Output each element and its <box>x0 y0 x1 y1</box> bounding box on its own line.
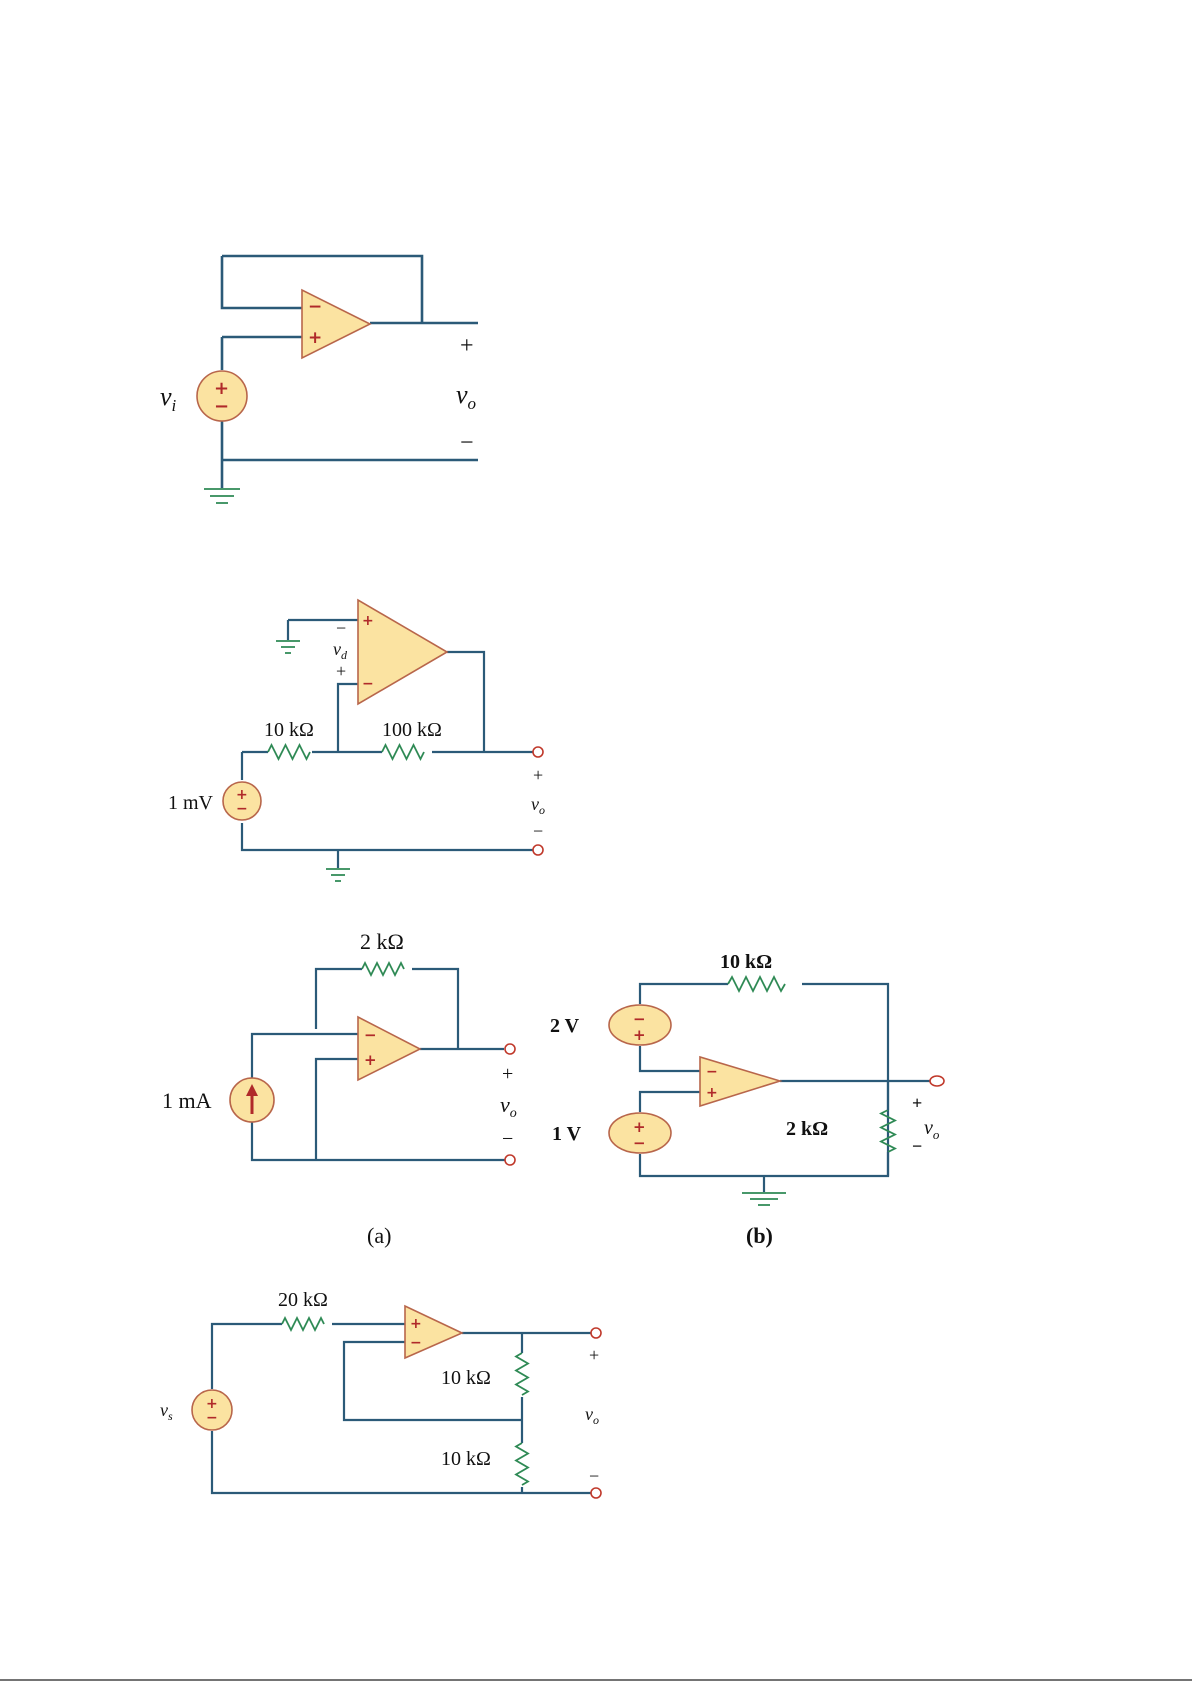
amp-plus: + <box>706 1085 718 1101</box>
input-wire <box>212 1324 405 1389</box>
resistor-2k-load <box>881 1110 895 1152</box>
amp-minus: − <box>364 1026 377 1044</box>
r2-label: 100 kΩ <box>382 719 442 741</box>
input-wires <box>640 1046 700 1112</box>
vout-minus: − <box>589 1466 599 1486</box>
rf-label: 2 kΩ <box>360 929 404 954</box>
amp-minus: − <box>706 1064 718 1080</box>
vout-label: vo <box>500 1092 517 1121</box>
amp-plus: + <box>362 613 374 629</box>
vd-label: vd <box>333 639 348 662</box>
rf-label: 10 kΩ <box>720 951 772 973</box>
terminal-bottom <box>505 1155 515 1165</box>
v1-label: 2 V <box>550 1015 580 1037</box>
terminal-top <box>533 747 543 757</box>
vout-minus: − <box>912 1136 922 1156</box>
vin-label: vs <box>160 1400 173 1423</box>
r2-label: 10 kΩ <box>441 1448 491 1470</box>
resistor-10k-top <box>516 1353 528 1395</box>
vout-plus: + <box>533 765 543 785</box>
source-minus: − <box>236 801 248 817</box>
terminal-top <box>505 1044 515 1054</box>
ground-symbol-top <box>276 641 300 653</box>
resistor-10k <box>268 745 310 759</box>
ground-wire <box>222 418 478 488</box>
ground-rail <box>212 1431 592 1493</box>
vout-plus: + <box>912 1093 922 1113</box>
rl-label: 2 kΩ <box>786 1118 828 1140</box>
vout-label: vo <box>585 1404 599 1427</box>
vout-minus: − <box>502 1128 513 1150</box>
terminal-top <box>591 1328 601 1338</box>
resistor-10k-bottom <box>516 1443 528 1485</box>
vd-plus: + <box>336 661 346 681</box>
ground-symbol <box>742 1193 786 1205</box>
source-minus: − <box>206 1410 218 1426</box>
caption-b: (b) <box>746 1223 773 1248</box>
amp-minus: − <box>410 1335 422 1351</box>
ground-symbol <box>204 489 240 503</box>
vin-label: vi <box>160 382 177 415</box>
rin-label: 20 kΩ <box>278 1289 328 1311</box>
amp-minus: − <box>362 676 374 692</box>
source-minus: − <box>214 396 229 417</box>
resistor-20k <box>282 1318 324 1330</box>
terminal-output <box>930 1076 944 1086</box>
v2-label: 1 V <box>552 1123 582 1145</box>
vout-minus: − <box>533 821 543 841</box>
figure-3a: − + 2 kΩ 1 mA + vo − (a) <box>162 929 517 1248</box>
inverting-input-wire <box>338 684 358 752</box>
vout-plus: + <box>502 1063 513 1085</box>
feedback-wire <box>344 1342 522 1420</box>
figure-3b: − + − + + − 10 kΩ 2 V 1 V 2 kΩ + vo − (b… <box>550 951 944 1248</box>
amp-plus: + <box>410 1316 422 1332</box>
r1-label: 10 kΩ <box>264 719 314 741</box>
vout-label: vo <box>456 380 476 413</box>
source-1v-minus: − <box>633 1134 646 1152</box>
terminal-bottom <box>533 845 543 855</box>
figure-non-inverting: + − + − 20 kΩ 10 kΩ 10 kΩ vs + vo − <box>160 1289 601 1498</box>
noninv-ground-wire <box>316 1059 358 1160</box>
figure-voltage-follower: − + + − vi + vo − <box>160 256 478 503</box>
vout-minus: − <box>460 430 474 456</box>
resistor-100k <box>382 745 424 759</box>
amp-plus: + <box>364 1051 377 1069</box>
source-label: 1 mA <box>162 1088 212 1113</box>
source-wires <box>242 752 534 850</box>
resistor-10k <box>728 977 785 991</box>
feedback-output-wire <box>447 652 484 752</box>
vout-plus: + <box>460 333 474 359</box>
vout-label: vo <box>924 1117 940 1142</box>
vd-minus: − <box>336 618 346 638</box>
source-label: 1 mV <box>168 792 214 814</box>
vout-label: vo <box>531 794 545 817</box>
noninverting-sign: + <box>308 328 322 348</box>
r1-label: 10 kΩ <box>441 1367 491 1389</box>
vout-plus: + <box>589 1345 599 1365</box>
inverting-sign: − <box>308 297 322 317</box>
figure-inverting-amplifier: + − + − − vd + 10 kΩ 100 kΩ 1 mV + vo − <box>168 600 545 881</box>
terminal-bottom <box>591 1488 601 1498</box>
ground-symbol-bottom <box>326 869 350 881</box>
source-2v-plus: + <box>633 1026 646 1044</box>
resistor-2k <box>362 963 404 975</box>
caption-a: (a) <box>367 1223 391 1248</box>
